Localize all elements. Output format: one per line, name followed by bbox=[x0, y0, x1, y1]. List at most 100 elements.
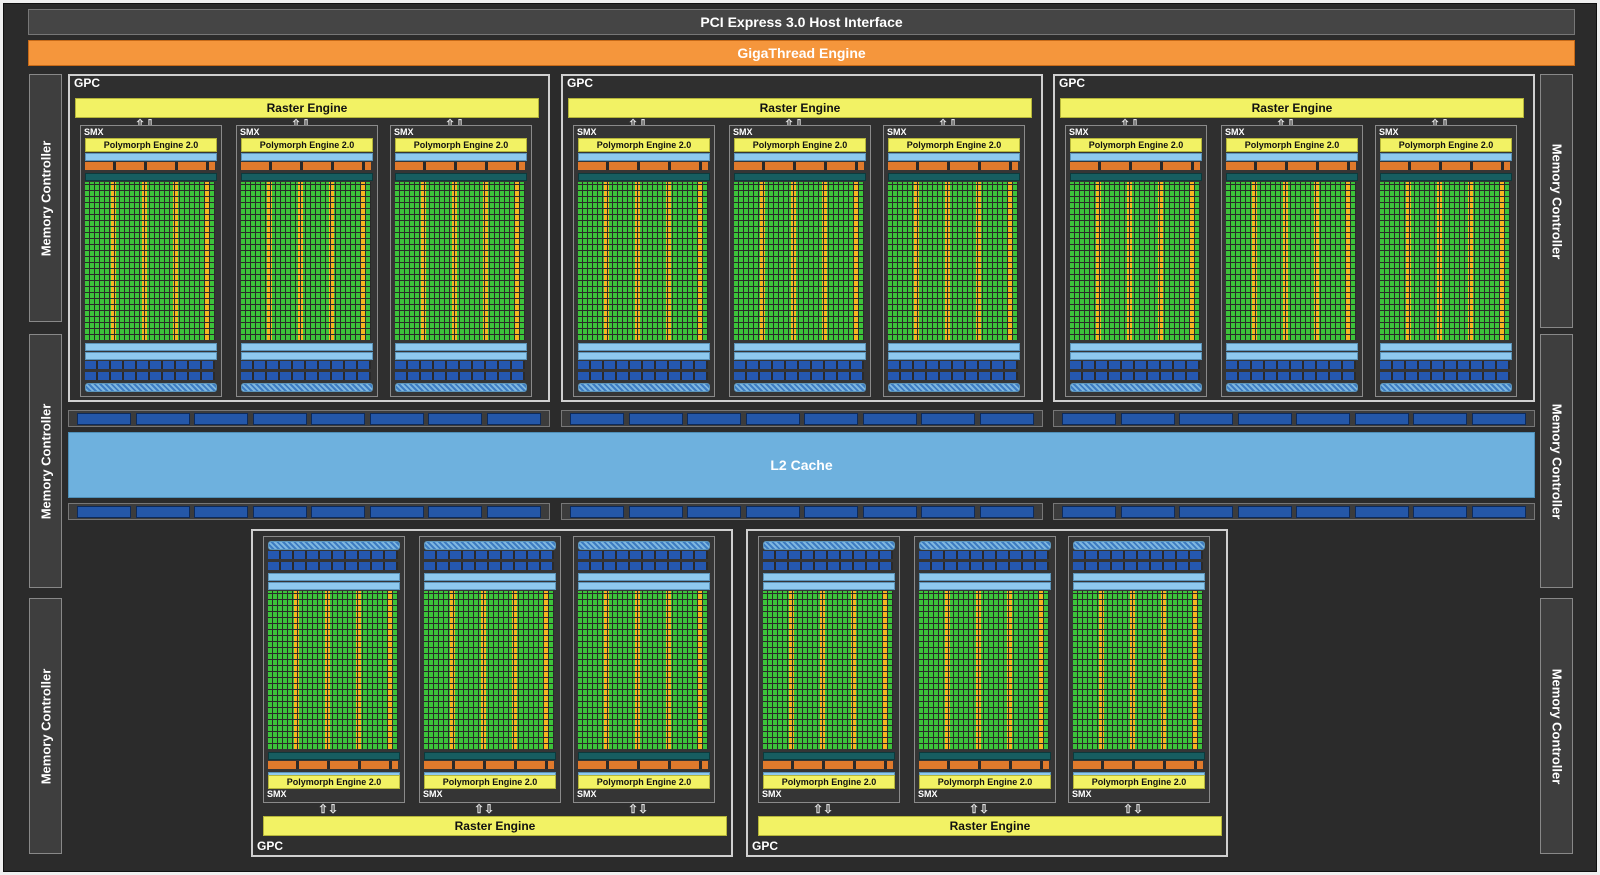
smx-label: SMX bbox=[733, 127, 753, 137]
dblue-unit bbox=[1380, 372, 1510, 380]
memory-bus-segment bbox=[1354, 505, 1409, 518]
smx-label: SMX bbox=[887, 127, 907, 137]
dblue-unit bbox=[578, 562, 708, 570]
dblue-unit bbox=[919, 562, 1049, 570]
memory-bus bbox=[561, 503, 1043, 520]
texcache-unit bbox=[268, 541, 400, 550]
texcache-unit bbox=[763, 541, 895, 550]
dblue-unit bbox=[1070, 361, 1200, 369]
polymorph-engine: Polymorph Engine 2.0 bbox=[241, 138, 373, 152]
teal-unit bbox=[919, 752, 1051, 760]
dblue-unit bbox=[1073, 562, 1203, 570]
ltb-unit bbox=[395, 153, 527, 161]
ltb-unit bbox=[241, 343, 373, 351]
raster-engine: Raster Engine bbox=[1060, 98, 1524, 118]
texcache-unit bbox=[424, 541, 556, 550]
cuda-core-array bbox=[268, 591, 398, 749]
texcache-unit bbox=[395, 383, 527, 392]
ltb-unit bbox=[1226, 343, 1358, 351]
ltb-unit bbox=[424, 573, 556, 581]
smx-label: SMX bbox=[1069, 127, 1089, 137]
ltb-unit bbox=[1073, 582, 1205, 590]
orange-unit bbox=[85, 162, 215, 170]
teal-unit bbox=[424, 752, 556, 760]
smx-label: SMX bbox=[394, 127, 414, 137]
memory-bus-segment bbox=[486, 412, 541, 425]
smx-label: SMX bbox=[918, 789, 938, 799]
polymorph-engine: Polymorph Engine 2.0 bbox=[1380, 138, 1512, 152]
teal-unit bbox=[888, 173, 1020, 181]
orange-unit bbox=[268, 761, 398, 769]
ltb-unit bbox=[578, 582, 710, 590]
cuda-core-array bbox=[424, 591, 554, 749]
ltb-unit bbox=[1226, 352, 1358, 360]
memory-bus-segment bbox=[369, 412, 424, 425]
cuda-core-array bbox=[1380, 182, 1510, 340]
teal-unit bbox=[734, 173, 866, 181]
ltb-unit bbox=[395, 352, 527, 360]
orange-unit bbox=[578, 162, 708, 170]
ltb-unit bbox=[578, 573, 710, 581]
memory-controller-right-3: Memory Controller bbox=[1540, 598, 1573, 854]
smx-label: SMX bbox=[1072, 789, 1092, 799]
memory-bus-segment bbox=[135, 505, 190, 518]
dblue-unit bbox=[1226, 372, 1356, 380]
polymorph-engine: Polymorph Engine 2.0 bbox=[1073, 775, 1205, 789]
cuda-core-array bbox=[241, 182, 371, 340]
cuda-core-array bbox=[1070, 182, 1200, 340]
memory-bus-segment bbox=[194, 412, 249, 425]
memory-bus-segment bbox=[1413, 505, 1468, 518]
texcache-unit bbox=[888, 383, 1020, 392]
cuda-core-array bbox=[85, 182, 215, 340]
memory-bus-segment bbox=[570, 412, 625, 425]
memory-controller-label: Memory Controller bbox=[38, 140, 54, 256]
teal-unit bbox=[578, 752, 710, 760]
memory-bus-segment bbox=[921, 505, 976, 518]
smx-label: SMX bbox=[577, 127, 597, 137]
ltb-unit bbox=[395, 343, 527, 351]
ltb-unit bbox=[578, 343, 710, 351]
teal-unit bbox=[85, 173, 217, 181]
texcache-unit bbox=[734, 383, 866, 392]
memory-bus-segment bbox=[1062, 412, 1117, 425]
smx-label: SMX bbox=[762, 789, 782, 799]
ltb-unit bbox=[85, 352, 217, 360]
smx-label: SMX bbox=[423, 789, 443, 799]
polymorph-engine: Polymorph Engine 2.0 bbox=[424, 775, 556, 789]
orange-unit bbox=[395, 162, 525, 170]
ltb-unit bbox=[734, 153, 866, 161]
memory-bus-segment bbox=[1179, 412, 1234, 425]
memory-controller-left-1: Memory Controller bbox=[29, 74, 62, 322]
ltb-unit bbox=[1070, 153, 1202, 161]
data-flow-arrows-icon: ⇧⇩ bbox=[969, 802, 990, 816]
ltb-unit bbox=[888, 352, 1020, 360]
ltb-unit bbox=[888, 343, 1020, 351]
l2-cache: L2 Cache bbox=[68, 432, 1535, 498]
memory-bus-segment bbox=[921, 412, 976, 425]
dblue-unit bbox=[268, 562, 398, 570]
ltb-unit bbox=[241, 352, 373, 360]
memory-bus-segment bbox=[252, 412, 307, 425]
polymorph-engine: Polymorph Engine 2.0 bbox=[763, 775, 895, 789]
ltb-unit bbox=[919, 582, 1051, 590]
ltb-unit bbox=[578, 352, 710, 360]
orange-unit bbox=[1073, 761, 1203, 769]
polymorph-engine: Polymorph Engine 2.0 bbox=[268, 775, 400, 789]
dblue-unit bbox=[241, 372, 371, 380]
ltb-unit bbox=[424, 582, 556, 590]
memory-bus-segment bbox=[1237, 412, 1292, 425]
dblue-unit bbox=[888, 361, 1018, 369]
ltb-unit bbox=[1073, 573, 1205, 581]
dblue-unit bbox=[734, 361, 864, 369]
memory-bus-segment bbox=[979, 412, 1034, 425]
polymorph-engine: Polymorph Engine 2.0 bbox=[888, 138, 1020, 152]
